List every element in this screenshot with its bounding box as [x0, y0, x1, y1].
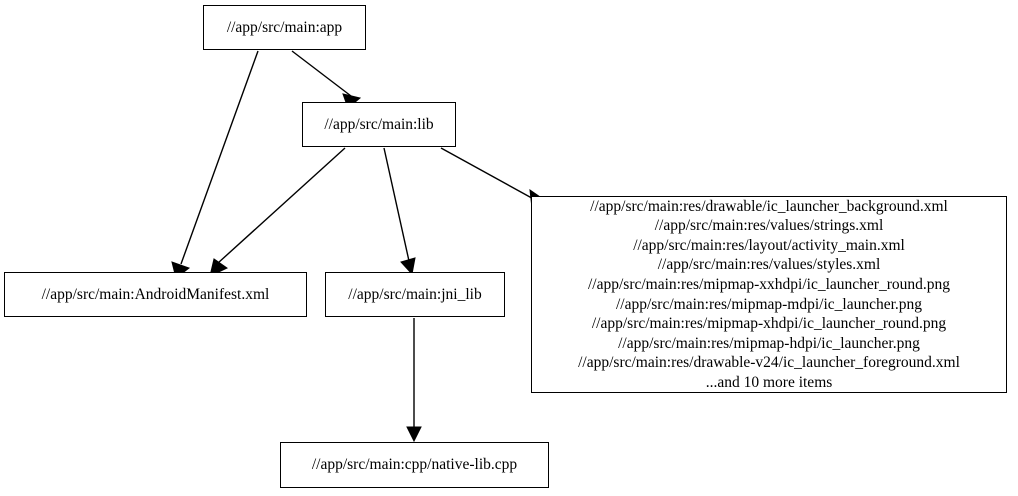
node-app[interactable]: //app/src/main:app [203, 5, 366, 50]
node-native-lib-cpp[interactable]: //app/src/main:cpp/native-lib.cpp [280, 442, 549, 488]
node-android-manifest[interactable]: //app/src/main:AndroidManifest.xml [4, 272, 307, 317]
node-res-group[interactable]: //app/src/main:res/drawable/ic_launcher_… [531, 196, 1007, 393]
edge-jni-lib-to-cpp [406, 318, 422, 443]
node-jni-lib[interactable]: //app/src/main:jni_lib [325, 272, 505, 317]
node-res-group-label: //app/src/main:res/drawable/ic_launcher_… [578, 197, 960, 391]
node-app-label: //app/src/main:app [226, 18, 343, 36]
node-lib-label: //app/src/main:lib [324, 115, 434, 133]
edge-app-to-manifest [171, 50, 259, 279]
node-android-manifest-label: //app/src/main:AndroidManifest.xml [41, 285, 270, 303]
edge-app-to-lib [291, 50, 362, 109]
node-jni-lib-label: //app/src/main:jni_lib [348, 285, 482, 303]
edge-lib-to-manifest [209, 147, 346, 277]
node-lib[interactable]: //app/src/main:lib [302, 102, 456, 147]
node-native-lib-cpp-label: //app/src/main:cpp/native-lib.cpp [311, 456, 518, 474]
edge-lib-to-jni-lib [383, 147, 416, 276]
